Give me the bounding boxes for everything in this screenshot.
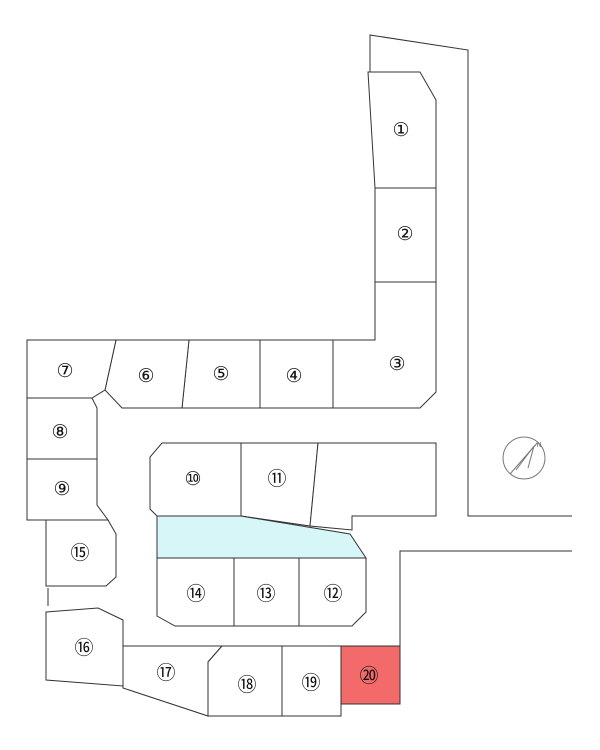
plot-8-label: ⑧: [51, 421, 68, 443]
plot-11-extension: [309, 442, 437, 531]
road-line-north-west: [369, 34, 572, 517]
plot-9-shape[interactable]: [26, 458, 109, 521]
plot-19-label: ⑲: [301, 672, 320, 694]
plot-1-label: ①: [392, 119, 409, 141]
plot-16-label: ⑯: [74, 637, 93, 659]
plot-3-label: ③: [388, 353, 405, 375]
plot-18-shape[interactable]: [207, 645, 283, 717]
plot-12-shape[interactable]: [298, 557, 367, 627]
plot-labels: ① ② ③ ④ ⑤ ⑥ ⑦ ⑧ ⑨ ⑩ ⑪ ⑫ ⑬ ⑭ ⑮ ⑯ ⑰ ⑱ ⑲ ⑳: [51, 119, 413, 696]
plot-17-label: ⑰: [156, 662, 175, 684]
compass-north-label: N: [536, 441, 541, 449]
plot-4-label: ④: [285, 365, 302, 387]
plot-13-label: ⑬: [256, 583, 275, 605]
plot-15-shape[interactable]: [45, 519, 117, 587]
plot-8-shape[interactable]: [26, 397, 98, 460]
plot-6-label: ⑥: [137, 365, 154, 387]
plot-18-label: ⑱: [237, 674, 256, 696]
plot-9-label: ⑨: [53, 478, 70, 500]
plot-14-shape[interactable]: [156, 557, 235, 627]
road-lines: [47, 34, 572, 646]
plot-14-label: ⑭: [186, 583, 205, 605]
plots: [26, 71, 437, 717]
plot-7-shape[interactable]: [26, 339, 117, 399]
plot-3-shape[interactable]: [332, 281, 437, 409]
plot-15-label: ⑮: [70, 542, 89, 564]
road-line-east-lower: [399, 550, 572, 646]
plot-19-shape[interactable]: [281, 645, 342, 717]
plot-20-label: ⑳: [359, 665, 378, 687]
plot-7-label: ⑦: [56, 360, 73, 382]
plot-11-label: ⑪: [267, 468, 286, 490]
plot-12-label: ⑫: [323, 583, 342, 605]
north-arrow-icon: N: [502, 436, 546, 480]
plot-20-shape[interactable]: [340, 645, 401, 705]
plot-2-label: ②: [396, 223, 413, 245]
plot-5-label: ⑤: [212, 363, 229, 385]
plot-1-shape[interactable]: [367, 71, 437, 189]
park-area: [156, 515, 367, 559]
plot-10-label: ⑩: [184, 468, 201, 490]
